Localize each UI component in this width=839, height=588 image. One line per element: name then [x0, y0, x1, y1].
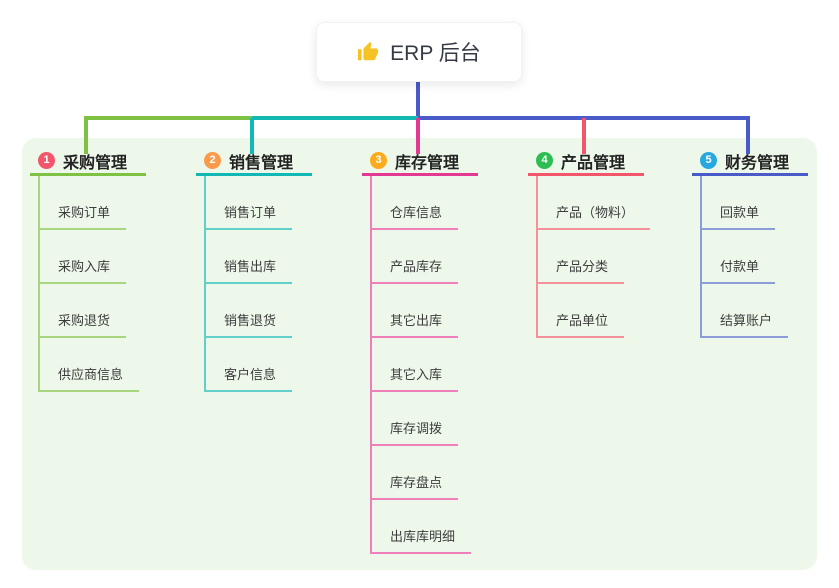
branch-product: 4 产品管理 产品（物料） 产品分类 产品单位: [528, 148, 651, 338]
node-receipt-bill[interactable]: 回款单: [700, 176, 776, 230]
number-badge: 4: [536, 152, 553, 169]
node-supplier-info[interactable]: 供应商信息: [38, 338, 140, 392]
node-purchase-inbound[interactable]: 采购入库: [38, 230, 127, 284]
node-product-stock[interactable]: 产品库存: [370, 230, 459, 284]
branch-title: 产品管理: [561, 154, 626, 172]
thumbs-up-icon: [357, 41, 379, 63]
bus-line-purchase: [84, 116, 254, 120]
root-title: ERP 后台: [390, 42, 481, 65]
drop-line-inventory: [416, 118, 420, 154]
node-sales-return[interactable]: 销售退货: [204, 284, 293, 338]
branch-children: 销售订单 销售出库 销售退货 客户信息: [196, 176, 312, 392]
node-purchase-order[interactable]: 采购订单: [38, 176, 127, 230]
drop-line-finance: [746, 118, 750, 154]
number-badge: 3: [370, 152, 387, 169]
node-stock-check[interactable]: 库存盘点: [370, 446, 459, 500]
branch-title: 财务管理: [725, 154, 790, 172]
node-product-unit[interactable]: 产品单位: [536, 284, 625, 338]
number-badge: 2: [204, 152, 221, 169]
node-stock-transfer[interactable]: 库存调拨: [370, 392, 459, 446]
branch-purchase: 1 采购管理 采购订单 采购入库 采购退货 供应商信息: [30, 148, 146, 392]
branch-header-finance[interactable]: 5 财务管理: [692, 148, 808, 176]
branch-header-purchase[interactable]: 1 采购管理: [30, 148, 146, 176]
node-payment-bill[interactable]: 付款单: [700, 230, 776, 284]
node-settlement-account[interactable]: 结算账户: [700, 284, 789, 338]
branch-inventory: 3 库存管理 仓库信息 产品库存 其它出库 其它入库 库存调拨 库存盘点 出库库…: [362, 148, 478, 554]
branch-header-sales[interactable]: 2 销售管理: [196, 148, 312, 176]
node-outbound-detail[interactable]: 出库库明细: [370, 500, 472, 554]
number-badge: 1: [38, 152, 55, 169]
node-sales-order[interactable]: 销售订单: [204, 176, 293, 230]
branch-finance: 5 财务管理 回款单 付款单 结算账户: [692, 148, 808, 338]
node-other-inbound[interactable]: 其它入库: [370, 338, 459, 392]
branch-children: 产品（物料） 产品分类 产品单位: [528, 176, 651, 338]
bus-line-sales: [252, 116, 418, 120]
branch-title: 库存管理: [395, 154, 460, 172]
branch-header-product[interactable]: 4 产品管理: [528, 148, 644, 176]
drop-line-product: [582, 118, 586, 154]
node-purchase-return[interactable]: 采购退货: [38, 284, 127, 338]
branch-header-inventory[interactable]: 3 库存管理: [362, 148, 478, 176]
drop-line-sales: [250, 118, 254, 154]
branch-title: 采购管理: [63, 154, 128, 172]
drop-line-purchase: [84, 118, 88, 154]
node-customer-info[interactable]: 客户信息: [204, 338, 293, 392]
node-warehouse-info[interactable]: 仓库信息: [370, 176, 459, 230]
branch-children: 回款单 付款单 结算账户: [692, 176, 808, 338]
branch-children: 仓库信息 产品库存 其它出库 其它入库 库存调拨 库存盘点 出库库明细: [362, 176, 478, 554]
branch-sales: 2 销售管理 销售订单 销售出库 销售退货 客户信息: [196, 148, 312, 392]
branch-title: 销售管理: [229, 154, 294, 172]
number-badge: 5: [700, 152, 717, 169]
node-other-outbound[interactable]: 其它出库: [370, 284, 459, 338]
node-sales-outbound[interactable]: 销售出库: [204, 230, 293, 284]
root-connector-line: [416, 81, 420, 120]
node-product-material[interactable]: 产品（物料）: [536, 176, 651, 230]
branch-children: 采购订单 采购入库 采购退货 供应商信息: [30, 176, 146, 392]
node-product-category[interactable]: 产品分类: [536, 230, 625, 284]
root-node-erp[interactable]: ERP 后台: [316, 22, 522, 82]
